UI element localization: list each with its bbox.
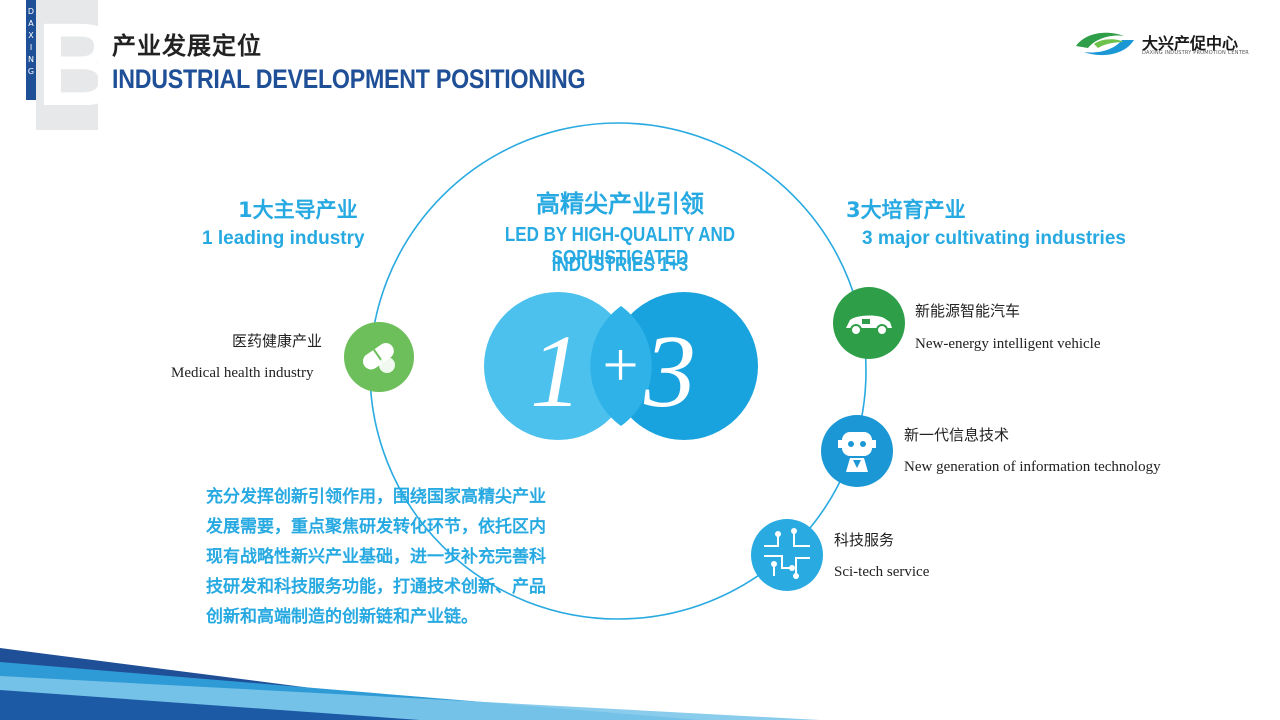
logo-name-en: DAXING INDUSTRY PROMOTION CENTER [1142, 50, 1249, 56]
vertical-letter: D [27, 7, 35, 16]
page-title-cn: 产业发展定位 [112, 32, 262, 60]
badge-three: 3 [643, 314, 696, 429]
infotech-label-en: New generation of information technology [904, 459, 1161, 475]
vertical-letter: G [27, 67, 35, 76]
vertical-letter: N [28, 55, 34, 64]
circuit-icon [751, 519, 823, 591]
badge-one: 1 [530, 314, 582, 429]
robot-icon [821, 415, 893, 487]
logo-name-cn: 大兴产促中心 [1142, 34, 1239, 53]
paragraph-line: 充分发挥创新引领作用，围绕国家高精尖产业 [206, 487, 546, 507]
center-heading-en-line2: INDUSTRIES 1+3 [551, 254, 689, 276]
infotech-label-cn: 新一代信息技术 [904, 426, 1010, 444]
medical-item: 医药健康产业 Medical health industry [160, 320, 420, 392]
paragraph-line: 创新和高端制造的创新链和产业链。 [206, 607, 478, 627]
scitech-label-cn: 科技服务 [834, 531, 895, 549]
section-letter: B [36, 0, 122, 131]
scitech-label-en: Sci-tech service [834, 564, 930, 580]
electric-car-icon [833, 287, 905, 359]
center-heading-cn: 高精尖产业引领 [536, 190, 704, 218]
leading-industry-heading-en: 1 leading industry [202, 228, 365, 249]
one-plus-three-badge: 1 + 3 [484, 292, 758, 440]
medical-label-cn: 医药健康产业 [232, 332, 323, 350]
page-title-en: INDUSTRIAL DEVELOPMENT POSITIONING [112, 64, 586, 94]
vertical-letter: A [28, 19, 34, 28]
vehicle-label-en: New-energy intelligent vehicle [915, 336, 1101, 352]
center-heading-en-line1: LED BY HIGH-QUALITY AND SOPHISTICATED [504, 224, 736, 269]
leading-industry-heading-cn: 1大主导产业 [238, 198, 358, 222]
vertical-letter: X [28, 31, 34, 40]
bottom-stripe-dark-2 [0, 690, 420, 720]
cultivating-industries-heading-en: 3 major cultivating industries [862, 228, 1126, 249]
badge-plus: + [598, 329, 641, 400]
vertical-letter: I [29, 43, 33, 52]
paragraph-line: 技研发和科技服务功能，打通技术创新、产品 [206, 577, 546, 597]
paragraph-line: 现有战略性新兴产业基础，进一步补充完善科 [206, 547, 546, 567]
description-paragraph: 充分发挥创新引领作用，围绕国家高精尖产业 发展需要，重点聚焦研发转化环节，依托区… [206, 482, 616, 632]
logo-icon [1076, 32, 1134, 56]
cultivating-industries-heading-cn: 3大培育产业 [846, 198, 966, 222]
medical-label-en: Medical health industry [171, 365, 314, 381]
vehicle-label-cn: 新能源智能汽车 [915, 302, 1021, 320]
paragraph-line: 发展需要，重点聚焦研发转化环节，依托区内 [206, 517, 546, 537]
pill-icon [344, 322, 414, 392]
